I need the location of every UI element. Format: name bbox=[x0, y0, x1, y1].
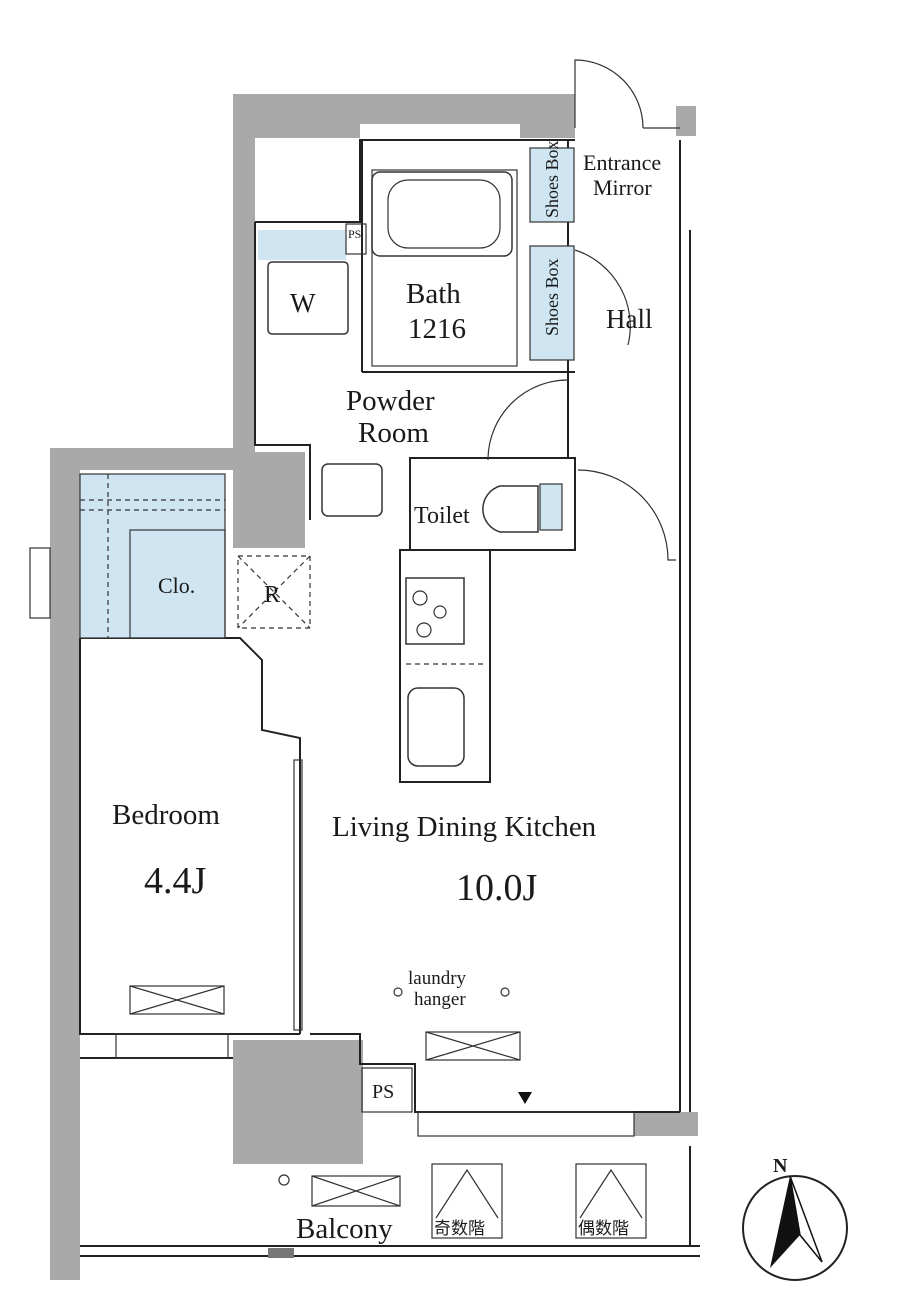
bath-label: Bath bbox=[406, 278, 461, 310]
shoes-box-bottom bbox=[530, 246, 574, 360]
ps-top-label: PS bbox=[348, 227, 361, 241]
balcony-label: Balcony bbox=[296, 1213, 393, 1245]
storage bbox=[79, 147, 575, 639]
walls bbox=[50, 94, 698, 1280]
powder-room-label-1: Powder bbox=[346, 385, 435, 417]
closet-area bbox=[80, 474, 225, 638]
refrigerator-label: R bbox=[264, 582, 280, 608]
toilet-label: Toilet bbox=[414, 503, 470, 529]
mirror-label: Mirror bbox=[593, 175, 652, 200]
powder-room-label-2: Room bbox=[358, 417, 429, 449]
washer-label: W bbox=[290, 288, 316, 318]
north-compass: N bbox=[742, 1155, 848, 1281]
even-floors-label: 偶数階 bbox=[578, 1219, 629, 1238]
bath-size-label: 1216 bbox=[408, 313, 466, 345]
ldk-size-label: 10.0J bbox=[456, 867, 537, 909]
bedroom-label: Bedroom bbox=[112, 799, 220, 831]
hall-label: Hall bbox=[606, 304, 653, 334]
laundry-label-1: laundry bbox=[408, 968, 467, 989]
labels: Entrance Mirror Shoes Box Shoes Box Hall… bbox=[112, 140, 661, 1245]
laundry-label-2: hanger bbox=[414, 989, 466, 1010]
entrance-label: Entrance bbox=[583, 150, 661, 175]
shoes-box-bottom-label: Shoes Box bbox=[542, 258, 562, 336]
ldk-label: Living Dining Kitchen bbox=[332, 811, 597, 843]
ps-bottom-label: PS bbox=[372, 1081, 394, 1103]
bedroom-size-label: 4.4J bbox=[144, 860, 206, 902]
odd-floors-label: 奇数階 bbox=[434, 1219, 485, 1238]
shoes-box-top bbox=[530, 148, 574, 222]
doors bbox=[487, 59, 680, 561]
shoes-box-top-label: Shoes Box bbox=[542, 140, 562, 218]
closet-label: Clo. bbox=[158, 573, 195, 598]
fixtures bbox=[29, 169, 647, 1258]
north-label: N bbox=[773, 1155, 788, 1177]
